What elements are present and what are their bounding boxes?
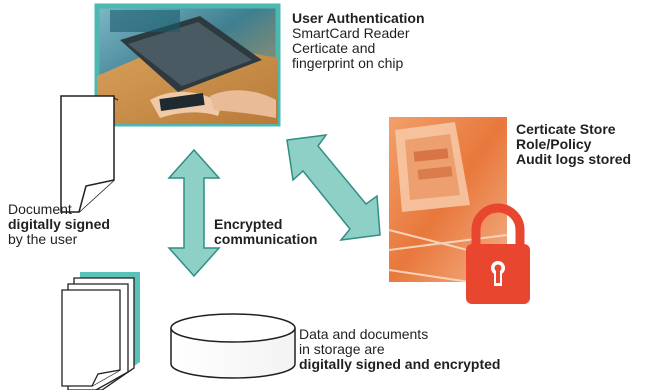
user-authentication-label: User Authentication SmartCard Reader Cer… (292, 11, 425, 71)
document-label-line1: Document (8, 201, 72, 217)
vertical-double-arrow (167, 148, 221, 278)
lock-icon (466, 203, 530, 304)
user-authentication-line: fingerprint on chip (292, 55, 404, 71)
database-cylinder-icon (170, 313, 296, 379)
storage-line1: Data and documents (299, 326, 429, 342)
document-stack-icon (61, 272, 140, 390)
certificate-store-line: Role/Policy (516, 136, 592, 152)
document-label-line3: by the user (8, 231, 78, 247)
certificate-store-label: Certicate Store Role/Policy Audit logs s… (516, 122, 631, 167)
encrypted-communication-label: Encrypted communication (214, 217, 317, 247)
user-authentication-title: User Authentication (292, 10, 425, 26)
storage-line2: in storage are (299, 341, 385, 357)
user-authentication-line: SmartCard Reader (292, 25, 410, 41)
certificate-store-line: Audit logs stored (516, 151, 632, 167)
storage-label: Data and documents in storage are digita… (299, 327, 500, 372)
diagonal-double-arrow (286, 134, 381, 241)
user-authentication-photo (94, 3, 281, 127)
communication-line1: Encrypted (214, 216, 283, 232)
communication-line2: communication (214, 231, 318, 247)
document-label-line2: digitally signed (8, 216, 110, 232)
certificate-store-image (388, 117, 508, 283)
signed-document-icon (60, 95, 119, 213)
certificate-store-line: Certicate Store (516, 121, 616, 137)
storage-line3: digitally signed and encrypted (299, 356, 501, 372)
user-authentication-line: Certicate and (292, 40, 376, 56)
document-signed-label: Document digitally signed by the user (8, 202, 110, 247)
